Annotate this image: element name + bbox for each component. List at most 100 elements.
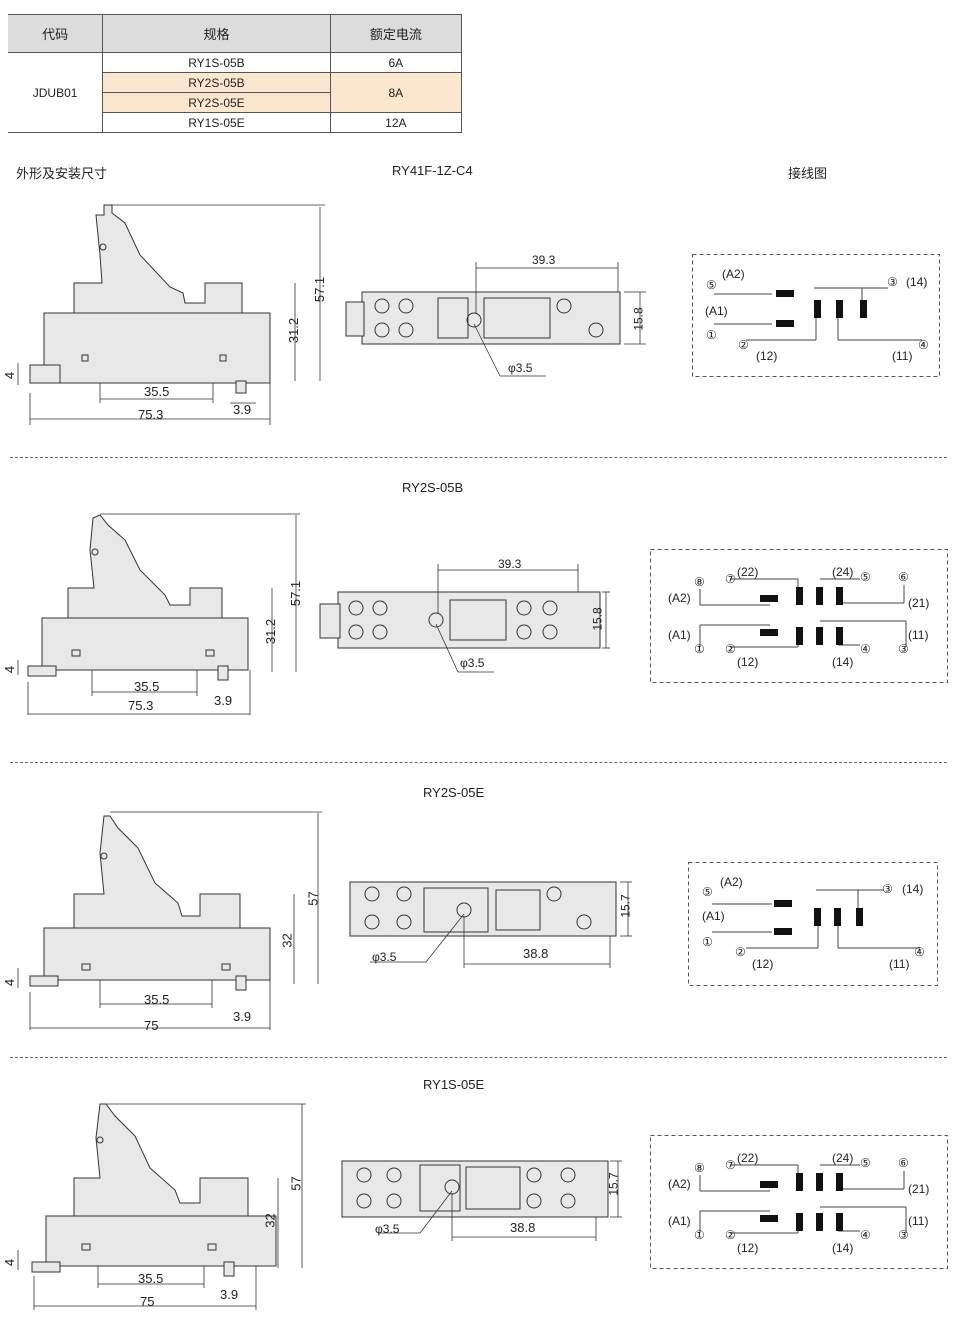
terminal-22-label: (22) xyxy=(737,1151,759,1165)
terminal-a1-label: (A1) xyxy=(702,909,725,923)
dim-height-body: 32 xyxy=(262,1213,278,1228)
terminal-4-label: ④ xyxy=(860,642,871,656)
dim-length: 38.8 xyxy=(523,946,549,961)
terminal-11-label: (11) xyxy=(892,349,913,363)
terminal-1-label: ① xyxy=(694,642,705,656)
dim-pitch: 35.5 xyxy=(144,384,170,399)
dim-hole: 3.9 xyxy=(214,693,233,708)
section-title: RY2S-05E xyxy=(423,785,485,800)
terminal-1-label: ① xyxy=(706,328,717,342)
wiring-diagram xyxy=(650,549,948,683)
terminal-12-label: (12) xyxy=(756,349,778,363)
dim-mount-hole: φ3.5 xyxy=(460,656,485,670)
model-cell: RY1S-05B xyxy=(102,52,331,73)
model-cell: RY2S-05E xyxy=(102,92,331,113)
terminal-14-label: (14) xyxy=(902,882,924,896)
dim-height-total: 57.1 xyxy=(288,580,304,607)
terminal-7-label: ⑦ xyxy=(725,1158,736,1172)
dim-mount-hole: φ3.5 xyxy=(372,950,397,964)
terminal-6-label: ⑥ xyxy=(898,570,909,584)
top-view-drawing xyxy=(319,564,610,673)
section-divider xyxy=(10,457,947,458)
dim-height-total: 57 xyxy=(305,891,321,906)
code-cell: JDUB01 xyxy=(8,52,104,133)
dim-length: 39.3 xyxy=(532,253,556,267)
top-view-drawing xyxy=(341,1160,622,1241)
terminal-24-label: (24) xyxy=(832,565,854,579)
side-view-drawing xyxy=(17,811,322,1030)
header-code: 代码 xyxy=(8,14,104,53)
section-divider xyxy=(10,762,947,763)
dim-height-total: 57 xyxy=(288,1176,304,1191)
terminal-11-label: (11) xyxy=(908,1214,929,1228)
terminal-7-label: ⑦ xyxy=(725,572,736,586)
dim-base: 4 xyxy=(2,371,18,380)
wiring-diagram xyxy=(688,862,938,986)
terminal-1-label: ① xyxy=(694,1228,705,1242)
terminal-4-label: ④ xyxy=(860,1228,871,1242)
terminal-a2-label: (A2) xyxy=(668,591,691,605)
dim-width: 75.3 xyxy=(138,407,164,422)
dim-mount-hole: φ3.5 xyxy=(508,361,533,375)
dim-width: 75 xyxy=(144,1018,159,1033)
dim-width: 75 xyxy=(140,1294,155,1309)
section-divider xyxy=(10,1057,947,1058)
terminal-14-label: (14) xyxy=(906,275,928,289)
terminal-a2-label: (A2) xyxy=(720,875,743,889)
terminal-24-label: (24) xyxy=(832,1151,854,1165)
terminal-12-label: (12) xyxy=(737,655,759,669)
dim-top-height: 15.7 xyxy=(606,1172,621,1196)
terminal-5-label: ⑤ xyxy=(860,570,871,584)
terminal-21-label: (21) xyxy=(908,596,930,610)
dim-height-body: 32 xyxy=(279,933,295,948)
terminal-6-label: ⑥ xyxy=(898,1156,909,1170)
section-title: RY1S-05E xyxy=(423,1077,485,1092)
side-view-drawing xyxy=(17,204,325,425)
terminal-21-label: (21) xyxy=(908,1182,930,1196)
terminal-12-label: (12) xyxy=(752,957,774,971)
spec-table: 代码 规格 额定电流 JDUB01 RY1S-05B 6A RY2S-05B 8… xyxy=(8,14,463,133)
dim-length: 39.3 xyxy=(498,557,522,571)
terminal-8-label: ⑧ xyxy=(694,575,705,589)
terminal-5-label: ⑤ xyxy=(706,278,717,292)
dim-mount-hole: φ3.5 xyxy=(375,1222,400,1236)
section-title: RY41F-1Z-C4 xyxy=(392,163,473,178)
dim-base: 4 xyxy=(2,1258,18,1267)
terminal-2-label: ② xyxy=(738,338,749,352)
dim-length: 38.8 xyxy=(510,1220,536,1235)
terminal-3-label: ③ xyxy=(898,642,909,656)
terminal-5-label: ⑤ xyxy=(860,1156,871,1170)
dim-hole: 3.9 xyxy=(220,1287,239,1302)
side-view-drawing xyxy=(17,513,300,715)
dim-width: 75.3 xyxy=(128,698,154,713)
dim-base: 4 xyxy=(2,978,18,987)
terminal-3-label: ③ xyxy=(887,275,898,289)
wiring-diagram xyxy=(650,1135,948,1269)
dim-pitch: 35.5 xyxy=(134,679,160,694)
terminal-22-label: (22) xyxy=(737,565,759,579)
outline-heading: 外形及安装尺寸 xyxy=(16,166,108,181)
side-view-drawing xyxy=(17,1103,306,1310)
current-cell: 12A xyxy=(329,112,463,133)
dim-pitch: 35.5 xyxy=(138,1271,164,1286)
dim-height-body: 31.2 xyxy=(263,618,279,645)
terminal-4-label: ④ xyxy=(918,338,929,352)
terminal-5-label: ⑤ xyxy=(702,885,713,899)
model-cell: RY2S-05B xyxy=(102,72,331,93)
terminal-11-label: (11) xyxy=(908,628,929,642)
terminal-11-label: (11) xyxy=(889,957,910,971)
dim-top-height: 15.8 xyxy=(590,607,605,631)
terminal-2-label: ② xyxy=(735,945,746,959)
terminal-a2-label: (A2) xyxy=(668,1177,691,1191)
dim-top-height: 15.7 xyxy=(618,894,633,918)
dim-hole: 3.9 xyxy=(233,402,252,417)
terminal-12-label: (12) xyxy=(737,1241,759,1255)
dim-base: 4 xyxy=(2,665,18,674)
dim-pitch: 35.5 xyxy=(144,992,170,1007)
model-cell: RY1S-05E xyxy=(102,112,331,133)
terminal-4-label: ④ xyxy=(914,945,925,959)
terminal-a1-label: (A1) xyxy=(668,1214,691,1228)
wiring-diagram xyxy=(692,254,940,377)
terminal-a1-label: (A1) xyxy=(668,628,691,642)
terminal-3-label: ③ xyxy=(882,882,893,896)
